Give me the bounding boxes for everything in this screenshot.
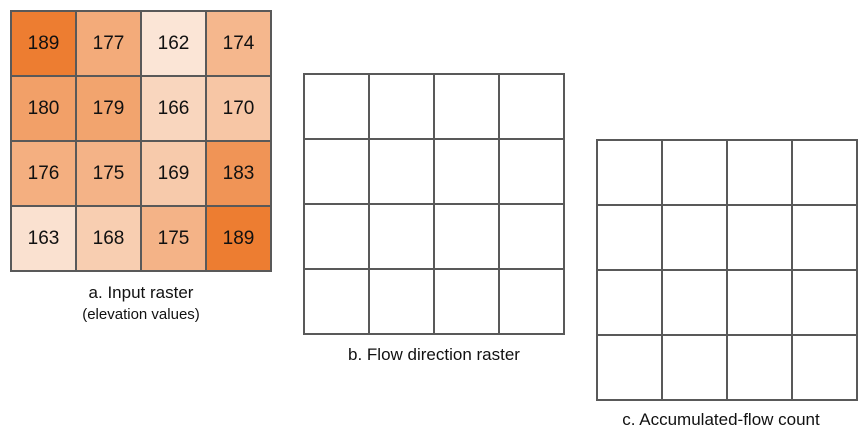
accumulated-flow-cell (793, 336, 858, 401)
elevation-cell: 176 (12, 142, 77, 207)
flow-direction-cell (435, 205, 500, 270)
accumulated-flow-cell (663, 336, 728, 401)
accumulated-flow-cell (598, 271, 663, 336)
accumulated-flow-cell (728, 141, 793, 206)
input-raster-caption: a. Input raster (elevation values) (0, 282, 282, 326)
flow-direction-cell (370, 140, 435, 205)
flow-direction-cell (500, 140, 565, 205)
elevation-cell: 170 (207, 77, 272, 142)
flow-direction-cell (435, 270, 500, 335)
accumulated-flow-cell (663, 271, 728, 336)
elevation-cell: 189 (12, 12, 77, 77)
elevation-cell: 169 (142, 142, 207, 207)
elevation-cell: 177 (77, 12, 142, 77)
accumulated-flow-cell (663, 141, 728, 206)
accumulated-flow-cell (598, 206, 663, 271)
flow-direction-cell (500, 205, 565, 270)
elevation-cell: 183 (207, 142, 272, 207)
elevation-cell: 162 (142, 12, 207, 77)
flow-direction-grid (303, 73, 565, 335)
elevation-cell: 174 (207, 12, 272, 77)
flow-direction-caption: b. Flow direction raster (348, 345, 520, 364)
accumulated-flow-cell (663, 206, 728, 271)
elevation-cell: 175 (77, 142, 142, 207)
accumulated-flow-cell (793, 271, 858, 336)
flow-direction-cell (370, 75, 435, 140)
flow-direction-cell (500, 75, 565, 140)
accumulated-flow-cell (728, 271, 793, 336)
flow-direction-cell (305, 140, 370, 205)
flow-direction-cell (305, 75, 370, 140)
accumulated-flow-caption: c. Accumulated-flow count (622, 410, 820, 429)
accumulated-flow-cell (793, 141, 858, 206)
accumulated-flow-cell (728, 336, 793, 401)
accumulated-flow-cell (728, 206, 793, 271)
flow-direction-cell (370, 205, 435, 270)
accumulated-flow-cell (598, 336, 663, 401)
accumulated-flow-grid (596, 139, 858, 401)
input-raster-subtitle: (elevation values) (82, 306, 200, 323)
elevation-cell: 163 (12, 207, 77, 272)
accumulated-flow-cell (793, 206, 858, 271)
elevation-cell: 189 (207, 207, 272, 272)
flow-direction-cell (305, 270, 370, 335)
elevation-cell: 180 (12, 77, 77, 142)
input-raster-title: a. Input raster (88, 283, 194, 302)
flow-direction-cell (435, 140, 500, 205)
elevation-cell: 166 (142, 77, 207, 142)
flow-direction-cell (500, 270, 565, 335)
flow-direction-cell (435, 75, 500, 140)
elevation-cell: 168 (77, 207, 142, 272)
elevation-cell: 179 (77, 77, 142, 142)
flow-direction-cell (370, 270, 435, 335)
flow-direction-cell (305, 205, 370, 270)
accumulated-flow-cell (598, 141, 663, 206)
elevation-cell: 175 (142, 207, 207, 272)
